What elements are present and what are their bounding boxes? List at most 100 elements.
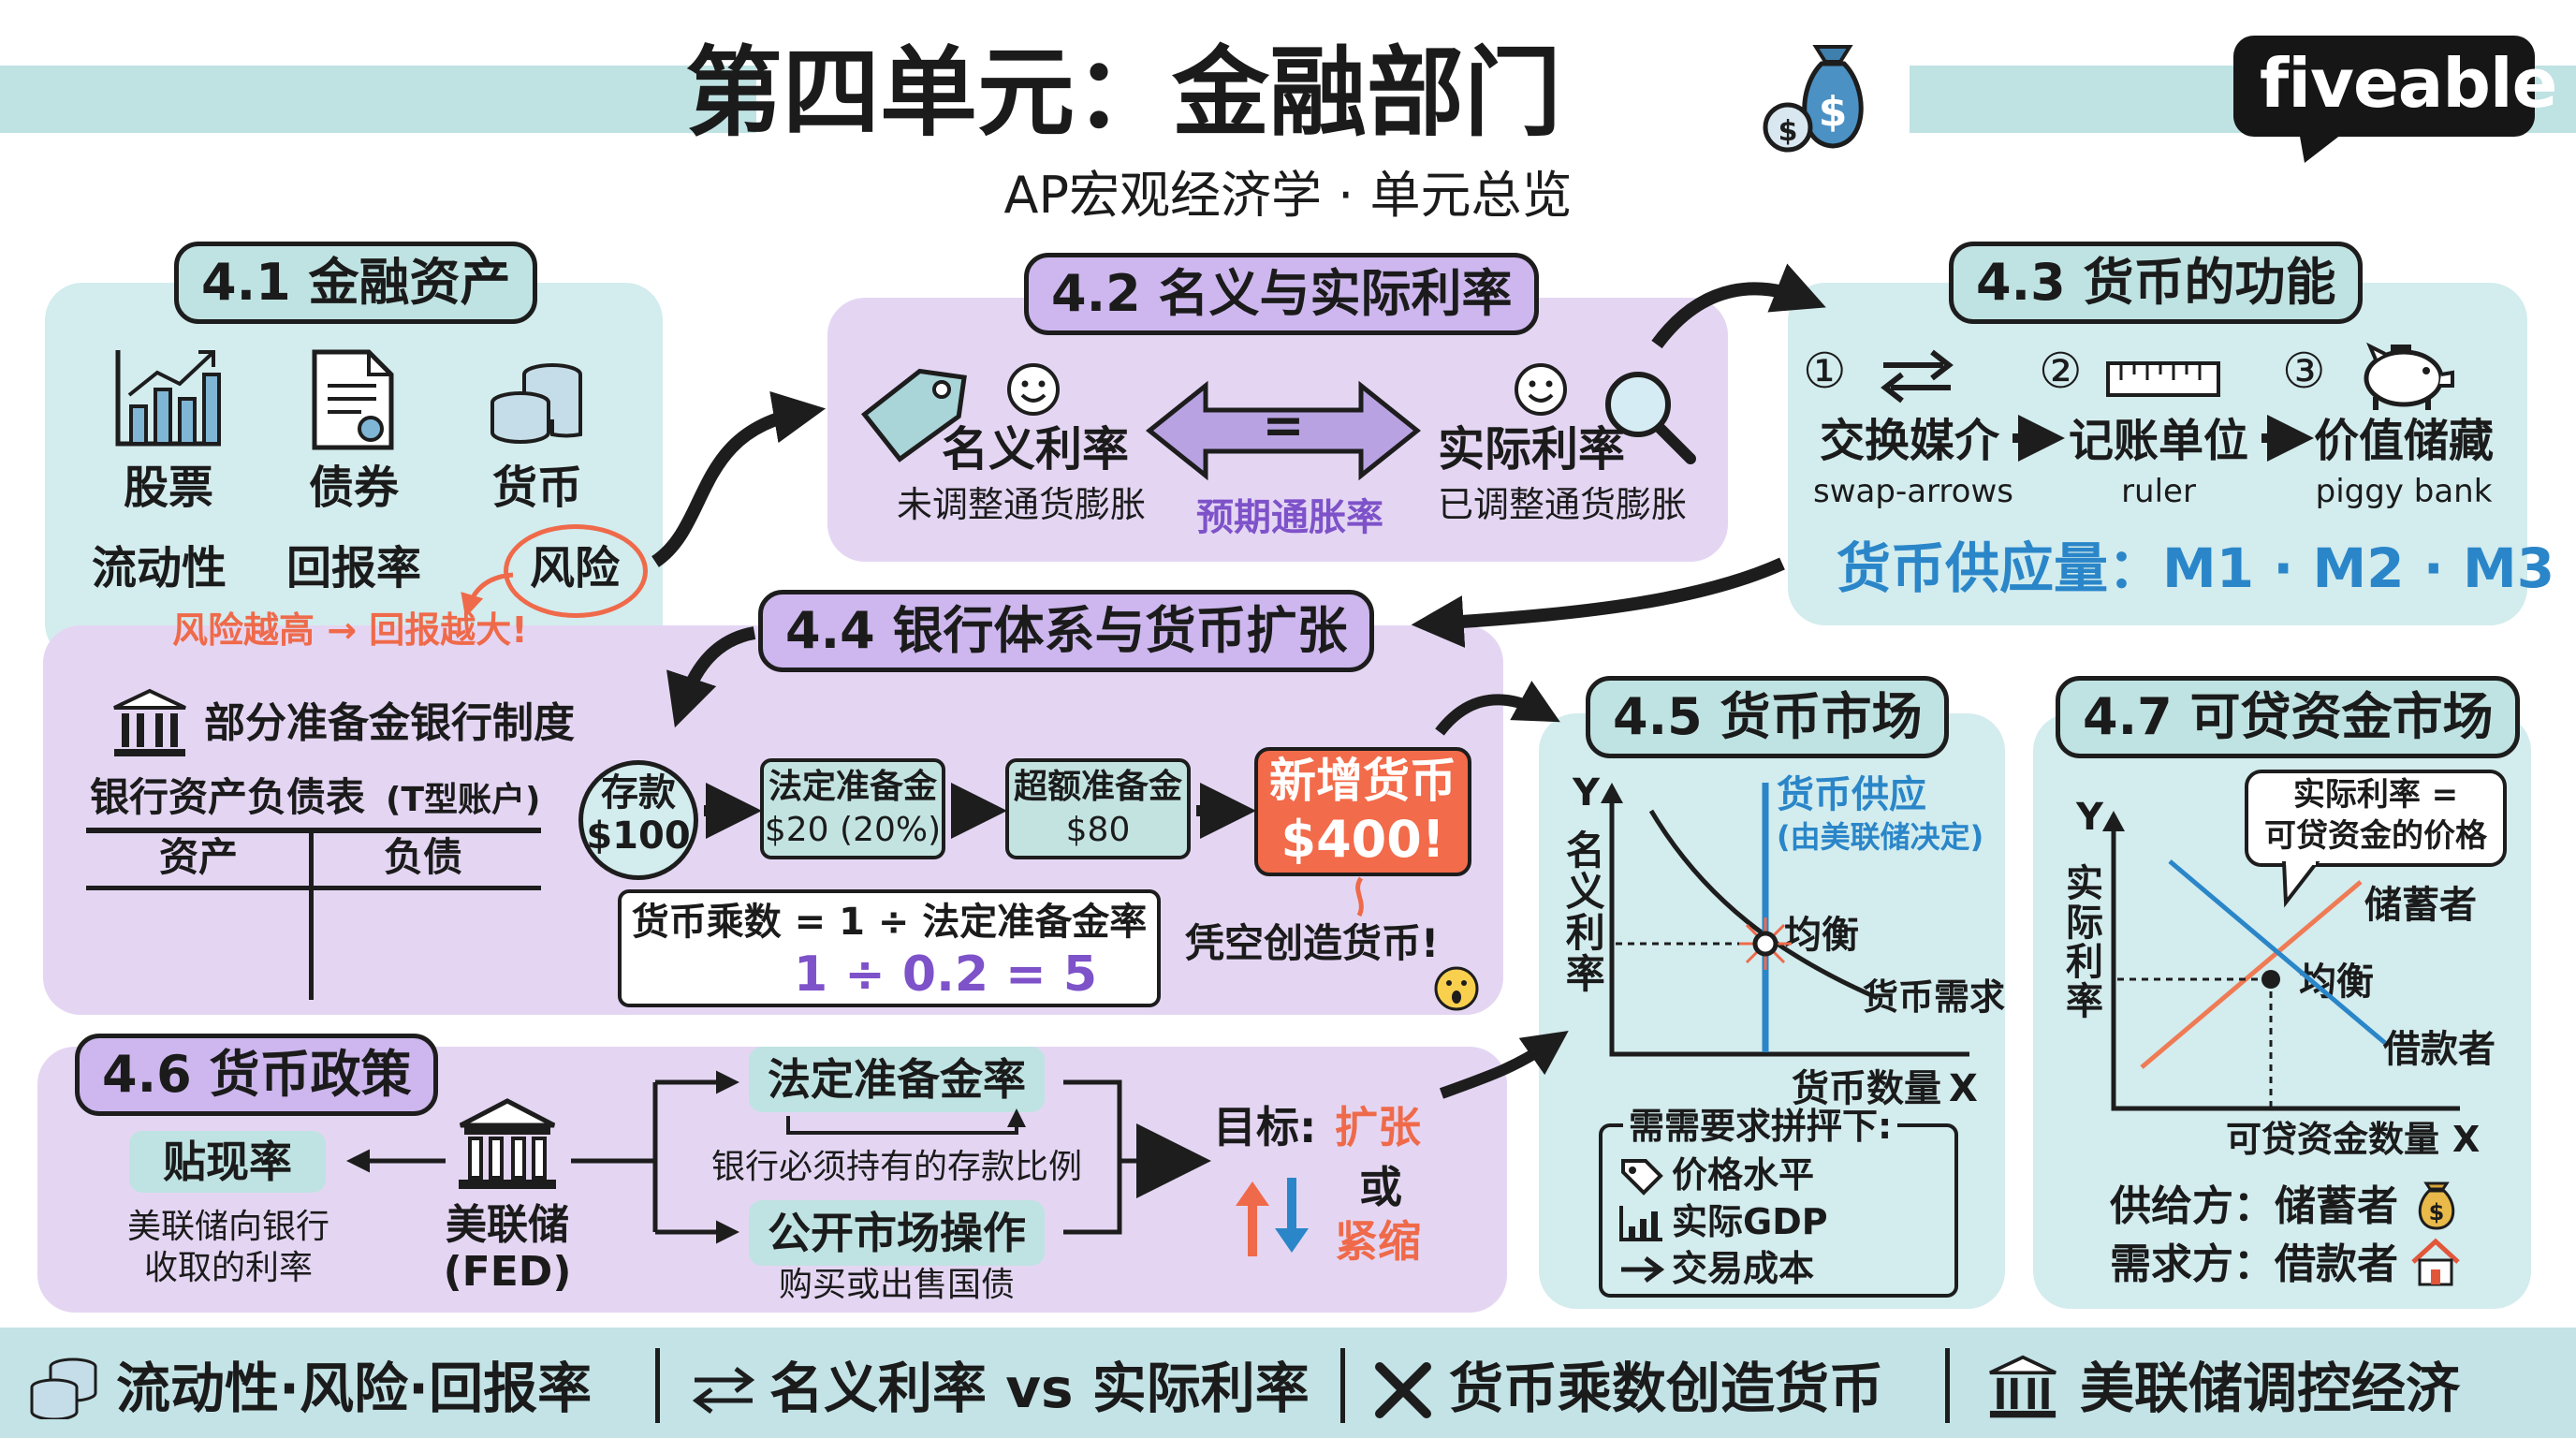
thin-air-label: 凭空创造货币! bbox=[1185, 920, 1440, 966]
real-rate-desc: 已调整通货膨胀 bbox=[1438, 484, 1688, 525]
footer-divider-3 bbox=[1945, 1348, 1950, 1423]
lf-callout-line1: 实际利率 = bbox=[2292, 776, 2459, 814]
lf-borrowers-label: 借款者 bbox=[2383, 1028, 2496, 1071]
equals-sign: = bbox=[1262, 396, 1305, 455]
section-label-4-6: 4.6 货币政策 bbox=[75, 1034, 439, 1116]
footer-bank-icon bbox=[1989, 1355, 2056, 1418]
svg-text:$: $ bbox=[1819, 88, 1848, 136]
loanable-funds-chart bbox=[2102, 811, 2460, 1111]
panel-money-functions bbox=[1788, 283, 2527, 625]
excess-reserve-box bbox=[1005, 758, 1191, 859]
lf-demand-side: 需求方：借款者 bbox=[2110, 1240, 2398, 1288]
new-money-box bbox=[1254, 747, 1471, 876]
piggy-bank-icon bbox=[2364, 342, 2454, 410]
function-exchange-icon-name: swap-arrows bbox=[1813, 473, 2013, 510]
nominal-rate-desc: 未调整通货膨胀 bbox=[897, 484, 1147, 525]
required-reserve-label: 法定准备金 bbox=[768, 768, 938, 806]
function-num-1: ① bbox=[1803, 344, 1847, 400]
panel-money-market bbox=[1539, 713, 2005, 1309]
t-account-assets-col: 资产 bbox=[158, 834, 239, 880]
mm-axes bbox=[1609, 786, 1969, 1057]
trait-risk: 风险 bbox=[529, 542, 621, 594]
money-market-chart bbox=[1601, 783, 1969, 1057]
double-arrow-icon bbox=[1145, 380, 1422, 481]
function-exchange: 交换媒介 bbox=[1819, 415, 2000, 467]
function-account-icon-name: ruler bbox=[2121, 473, 2196, 510]
right-arrow-icon bbox=[1621, 1256, 1665, 1283]
multiplier-formula: 货币乘数 = 1 ÷ 法定准备金率 bbox=[631, 901, 1148, 944]
function-num-2: ② bbox=[2039, 344, 2083, 400]
section-label-4-3: 4.3 货币的功能 bbox=[1949, 242, 2364, 324]
mm-y-axis-letter: Y bbox=[1573, 771, 1600, 814]
footer-item-4: 美联储调控经济 bbox=[2080, 1357, 2461, 1420]
svg-text:$: $ bbox=[1778, 115, 1798, 148]
mm-y-axis-label: 名义利率 bbox=[1559, 829, 1606, 994]
mm-supply-note: (由美联储决定) bbox=[1777, 819, 1984, 855]
discount-desc-1: 美联储向银行 bbox=[126, 1208, 330, 1246]
policy-merge bbox=[1063, 1079, 1157, 1235]
section-label-4-7: 4.7 可贷资金市场 bbox=[2056, 676, 2521, 758]
money-bag-icon: $ $ bbox=[1763, 45, 1864, 153]
brand-logo bbox=[2233, 36, 2535, 137]
function-num-3: ③ bbox=[2282, 344, 2326, 400]
risk-curve-arrow bbox=[461, 572, 514, 618]
lf-axes bbox=[2111, 814, 2460, 1111]
mm-supply-label: 货币供应 bbox=[1777, 773, 1926, 816]
fed-label: 美联储 bbox=[446, 1201, 569, 1249]
goal-expand: 扩张 bbox=[1335, 1102, 1421, 1152]
t-account-divider bbox=[309, 828, 314, 1000]
fractional-reserve-label: 部分准备金银行制度 bbox=[204, 699, 575, 747]
footer-multiply-icon bbox=[1375, 1362, 1431, 1418]
policy-tree-trunk bbox=[571, 1082, 658, 1232]
mm-x-axis-letter: X bbox=[1949, 1067, 1978, 1110]
bank-building-icon bbox=[113, 688, 186, 756]
connector-4-3-to-4-4 bbox=[1411, 557, 1785, 648]
svg-text:$: $ bbox=[2429, 1199, 2445, 1225]
mm-x-axis-label: 货币数量 bbox=[1792, 1067, 1941, 1110]
discount-rate-label: 贴现率 bbox=[129, 1131, 326, 1193]
risk-ring bbox=[504, 524, 648, 618]
footer-item-2: 名义利率 vs 实际利率 bbox=[769, 1357, 1310, 1420]
discount-desc-2: 收取的利率 bbox=[143, 1249, 314, 1287]
page-subtitle: AP宏观经济学 · 单元总览 bbox=[1003, 166, 1573, 225]
open-market-desc: 购买或出售国债 bbox=[778, 1266, 1016, 1304]
lf-supply-curve bbox=[2140, 880, 2363, 1069]
t-account-liabilities-col: 负债 bbox=[383, 834, 463, 880]
brand-name: fiveable bbox=[2260, 44, 2557, 123]
goal-contract: 紧缩 bbox=[1335, 1216, 1421, 1267]
t-account-note: (T型账户) bbox=[386, 781, 541, 819]
required-reserve-amount: $20 (20%) bbox=[764, 811, 942, 849]
connector-4-6-to-4-5 bbox=[1439, 1030, 1569, 1099]
connector-4-1-to-4-2 bbox=[651, 390, 827, 567]
excess-reserve-amount: $80 bbox=[1065, 811, 1131, 849]
open-market-label: 公开市场操作 bbox=[749, 1200, 1045, 1266]
deposit-label: 存款 bbox=[601, 771, 676, 814]
swap-arrows-icon bbox=[1881, 349, 1954, 404]
asset-bonds: 债券 bbox=[308, 462, 400, 514]
section-label-4-2: 4.2 名义与实际利率 bbox=[1024, 253, 1540, 335]
new-money-tick bbox=[1355, 876, 1364, 917]
smiley-right-icon bbox=[1515, 363, 1567, 416]
function-store-icon-name: piggy bank bbox=[2315, 473, 2493, 510]
brand-logo-tail bbox=[2299, 131, 2346, 163]
lf-x-axis-letter: X bbox=[2452, 1119, 2481, 1160]
magnifier-icon bbox=[1605, 372, 1696, 464]
t-account-top-line bbox=[86, 828, 541, 833]
lf-callout-box bbox=[2245, 770, 2507, 867]
multiplier-calc: 1 ÷ 0.2 = 5 bbox=[793, 946, 1098, 1003]
bar-chart-icon bbox=[115, 350, 221, 447]
money-supply-label: 货币供应量：M1 · M2 · M3 bbox=[1837, 536, 2555, 600]
multiplier-box bbox=[618, 889, 1161, 1007]
asset-stocks: 股票 bbox=[123, 462, 214, 514]
price-tag-icon bbox=[861, 368, 967, 462]
shifter-transaction-cost: 交易成本 bbox=[1672, 1248, 1815, 1289]
shifters-title: 需需要求拼抨下: bbox=[1623, 1106, 1898, 1148]
coin-stack-icon bbox=[490, 363, 582, 444]
ruler-icon bbox=[2106, 361, 2220, 397]
lf-callout-line2: 可贷资金的价格 bbox=[2264, 817, 2487, 855]
trait-liquidity: 流动性 bbox=[91, 542, 227, 594]
footer-coins-icon bbox=[30, 1357, 97, 1419]
reserve-ratio-desc: 银行必须持有的存款比例 bbox=[710, 1148, 1083, 1186]
mm-equilibrium-label: 均衡 bbox=[1784, 914, 1859, 957]
lf-y-axis-letter: Y bbox=[2076, 796, 2103, 839]
